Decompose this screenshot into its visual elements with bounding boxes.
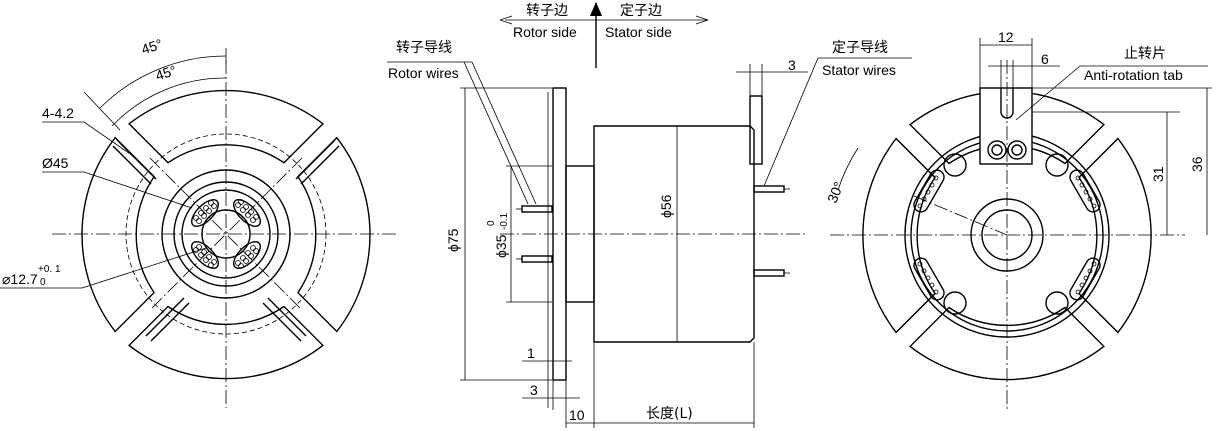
dim-hub-dia: ϕ35 xyxy=(493,234,509,258)
stator-wires-cn: 定子导线 xyxy=(832,40,888,56)
stator-wires-en: Stator wires xyxy=(822,62,896,78)
rotor-wires-cn: 转子导线 xyxy=(396,40,452,56)
stator-wires xyxy=(753,185,790,277)
rotor-wires-en: Rotor wires xyxy=(388,65,459,81)
dim-31: 31 xyxy=(1150,166,1166,182)
dim-1: 1 xyxy=(527,345,535,361)
dim-hub-tol-upper: 0 xyxy=(486,220,497,226)
dim-36: 36 xyxy=(1189,156,1205,172)
dim-6: 6 xyxy=(1041,51,1049,67)
right-flange-outline xyxy=(862,90,1152,381)
anti-rotation-tab-side xyxy=(749,95,763,165)
angle-30: 30° xyxy=(824,179,847,205)
dim-flange-dia: ϕ75 xyxy=(445,228,461,252)
stator-side-cn: 定子边 xyxy=(620,3,662,19)
rotor-wires xyxy=(516,205,553,263)
side-indicator: 转子边 Rotor side 定子边 Stator side xyxy=(499,2,709,68)
rotor-side-cn: 转子边 xyxy=(526,3,568,19)
dim-tab-thickness: 3 xyxy=(788,57,796,73)
brush-slots xyxy=(913,169,1101,301)
bore-tol-upper: +0. 1 xyxy=(38,264,61,275)
dim-10: 10 xyxy=(569,407,585,423)
pcd-label: Ø45 xyxy=(42,155,69,171)
tab-label-cn: 止转片 xyxy=(1124,46,1166,62)
left-flange-outline xyxy=(81,89,371,380)
tab-label-en: Anti-rotation tab xyxy=(1084,67,1183,83)
stator-side-en: Stator side xyxy=(605,24,672,40)
dim-12: 12 xyxy=(998,29,1014,45)
mounting-holes xyxy=(943,153,1069,315)
angle-45-inner: 45° xyxy=(153,62,178,84)
anti-rotation-tab xyxy=(979,87,1033,165)
left-front-view: 45° 45° 4-4.2 Ø45 ⌀12.7 +0. 1 0 xyxy=(0,36,398,408)
angle-45-outer: 45° xyxy=(139,36,164,58)
side-view: 转子导线 Rotor wires 定子导线 Stator wires 3 ϕ75… xyxy=(387,40,912,428)
holes-label: 4-4.2 xyxy=(42,105,74,121)
mounting-slots xyxy=(112,140,340,342)
rotor-side-en: Rotor side xyxy=(513,24,577,40)
bore-label: ⌀12.7 xyxy=(2,271,38,287)
right-rear-view: 30° 12 6 止转片 Anti-rotation tab 31 36 xyxy=(824,29,1212,412)
dim-body-dia: ϕ56 xyxy=(658,194,674,218)
dim-hub-tol-lower: -0.1 xyxy=(499,212,510,230)
bore-tol-lower: 0 xyxy=(40,277,46,288)
length-label: 长度(L) xyxy=(646,406,693,422)
dim-3: 3 xyxy=(530,382,538,398)
